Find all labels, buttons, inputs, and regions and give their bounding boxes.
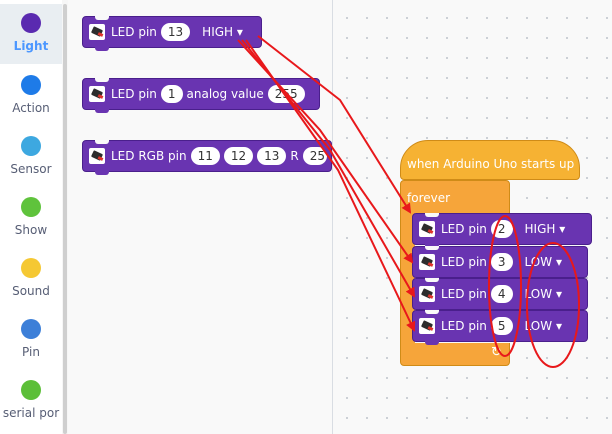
annotation-arrow <box>257 35 412 214</box>
block-label: LED pin <box>441 255 487 269</box>
light-category-dot-icon <box>21 13 41 33</box>
pin-category-dot-icon <box>21 319 41 339</box>
category-label: Sensor <box>10 162 52 176</box>
palette-led-analog-block[interactable]: LED pin 1 analog value 255 <box>82 78 320 113</box>
category-serial-port[interactable]: serial por <box>0 371 62 431</box>
show-category-dot-icon <box>21 197 41 217</box>
level-dropdown[interactable]: LOW ▾ <box>525 255 562 269</box>
level-dropdown[interactable]: HIGH ▾ <box>525 222 566 236</box>
category-label: Pin <box>22 345 40 359</box>
category-sensor[interactable]: Sensor <box>0 127 62 187</box>
sound-category-dot-icon <box>21 258 41 278</box>
pin-number-input[interactable]: 5 <box>490 317 513 335</box>
blue-pin-input[interactable]: 13 <box>257 147 287 165</box>
led-block-icon <box>419 221 435 237</box>
category-show[interactable]: Show <box>0 188 62 248</box>
category-label: serial por <box>2 406 60 420</box>
level-dropdown[interactable]: HIGH ▾ <box>202 25 243 39</box>
led-block-icon <box>89 86 105 102</box>
category-sound[interactable]: Sound <box>0 249 62 309</box>
pin-number-input[interactable]: 4 <box>490 285 513 303</box>
action-category-dot-icon <box>21 75 41 95</box>
palette-led-rgb-block[interactable]: LED RGB pin 11 12 13 R 25 <box>82 140 332 175</box>
block-label: LED RGB pin <box>111 149 187 163</box>
pin-number-input[interactable]: 1 <box>160 85 183 103</box>
chevron-down-icon: ▾ <box>555 255 562 269</box>
level-value: LOW <box>524 255 553 269</box>
level-value: HIGH <box>524 222 556 236</box>
led-block-icon <box>419 318 435 334</box>
annotation-arrow <box>245 39 416 332</box>
block-suffix: analog value <box>186 87 264 101</box>
level-value: HIGH <box>202 25 234 39</box>
green-pin-input[interactable]: 12 <box>223 147 254 165</box>
level-value: LOW <box>524 287 553 301</box>
red-pin-input[interactable]: 11 <box>190 147 220 165</box>
chevron-down-icon: ▾ <box>555 287 562 301</box>
category-label: Light <box>13 39 49 53</box>
pin-number-input[interactable]: 3 <box>490 253 513 271</box>
category-label: Show <box>14 223 48 237</box>
category-label: Action <box>12 101 50 115</box>
annotation-arrow <box>241 39 415 298</box>
serial-port-category-dot-icon <box>21 380 41 400</box>
annotation-circle-pins <box>488 215 522 357</box>
script-led-pin-block[interactable]: LED pin 5 LOW ▾ <box>412 310 588 345</box>
led-block-icon <box>89 24 105 40</box>
when-arduino-starts-block[interactable]: when Arduino Uno starts up <box>400 140 580 180</box>
block-label: LED pin <box>441 319 487 333</box>
chevron-down-icon: ▾ <box>236 25 243 39</box>
palette-led-pin-block[interactable]: LED pin 13 HIGH ▾ <box>82 16 262 51</box>
block-label: LED pin <box>441 222 487 236</box>
block-palette <box>68 0 333 434</box>
block-suffix: R <box>290 149 299 163</box>
level-dropdown[interactable]: LOW ▾ <box>525 319 562 333</box>
annotation-circle-levels <box>526 242 580 368</box>
led-block-icon <box>419 286 435 302</box>
category-light[interactable]: Light <box>0 4 62 64</box>
level-value: LOW <box>524 319 553 333</box>
sensor-category-dot-icon <box>21 136 41 156</box>
forever-label: forever <box>407 191 451 205</box>
pin-number-input[interactable]: 13 <box>160 23 191 41</box>
loop-arrow-icon: ↻ <box>491 345 502 360</box>
block-label: LED pin <box>111 25 157 39</box>
category-sidebar: Light Action Sensor Show Sound Pin seria… <box>0 0 63 434</box>
led-block-icon <box>89 148 105 164</box>
category-action[interactable]: Action <box>0 66 62 126</box>
category-label: Sound <box>12 284 50 298</box>
category-pin[interactable]: Pin <box>0 310 62 370</box>
chevron-down-icon: ▾ <box>559 222 566 236</box>
led-block-icon <box>419 254 435 270</box>
chevron-down-icon: ▾ <box>555 319 562 333</box>
category-scrollbar-thumb[interactable] <box>63 4 67 434</box>
block-label: LED pin <box>441 287 487 301</box>
hat-label: when Arduino Uno starts up <box>407 157 575 171</box>
script-led-pin-block[interactable]: LED pin 4 LOW ▾ <box>412 278 588 313</box>
level-dropdown[interactable]: LOW ▾ <box>525 287 562 301</box>
rgb-value-input[interactable]: 25 <box>302 147 328 165</box>
block-label: LED pin <box>111 87 157 101</box>
